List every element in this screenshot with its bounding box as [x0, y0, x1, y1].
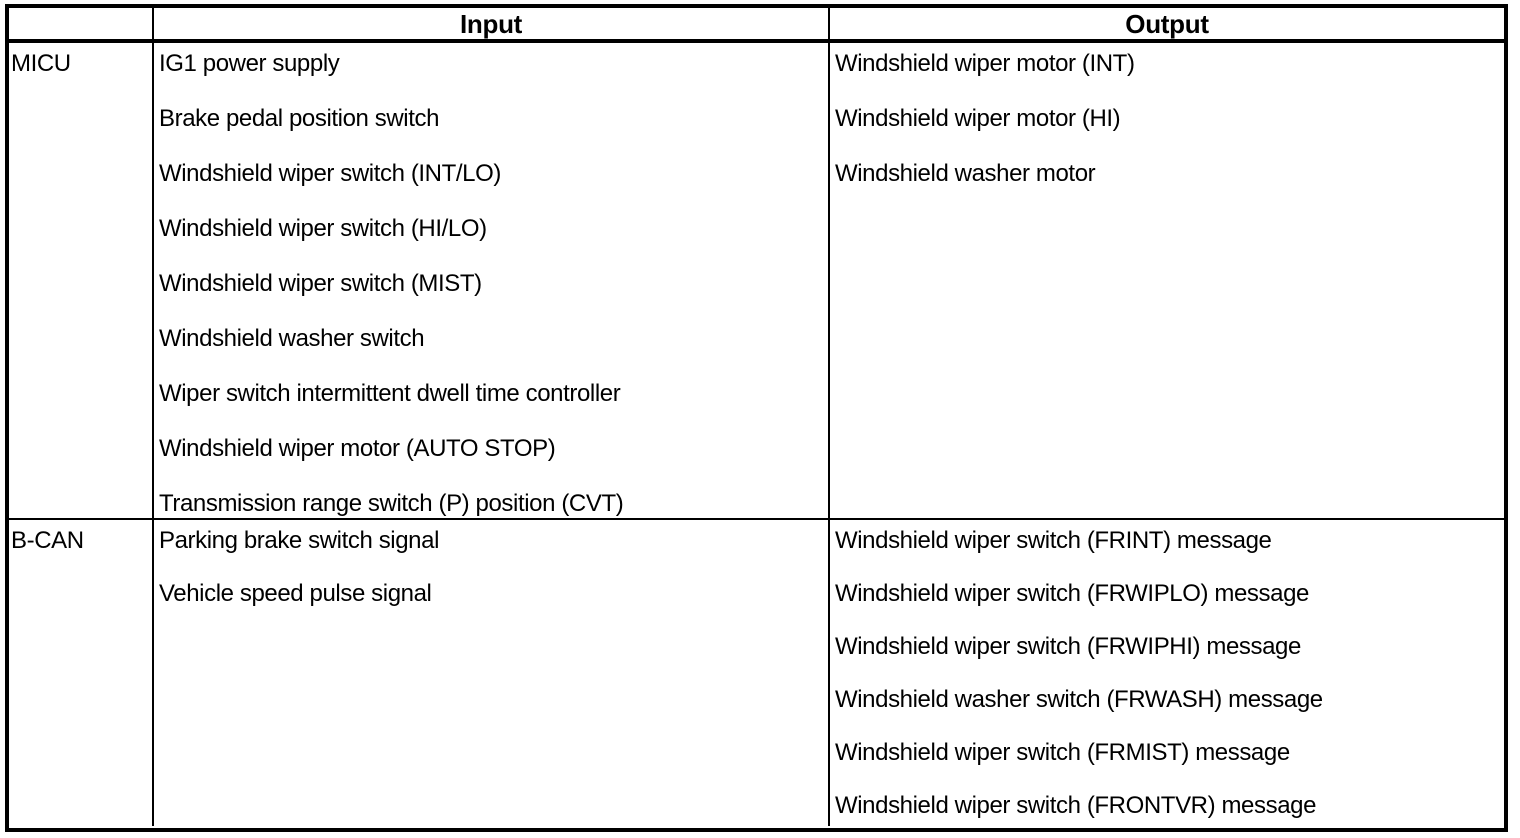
output-item: Windshield wiper switch (FRWIPHI) messag… — [835, 633, 1301, 660]
output-item: Windshield wiper switch (FRINT) message — [835, 527, 1272, 554]
output-item: Windshield washer motor — [835, 160, 1096, 187]
output-item: Windshield wiper motor (INT) — [835, 50, 1135, 77]
input-item: Vehicle speed pulse signal — [159, 580, 432, 607]
output-item: Windshield wiper motor (HI) — [835, 105, 1121, 132]
row-source-label: B-CAN — [9, 520, 154, 826]
input-item: IG1 power supply — [159, 50, 340, 77]
micu-inputs-cell: IG1 power supply Brake pedal position sw… — [154, 43, 830, 518]
input-item: Brake pedal position switch — [159, 105, 440, 132]
row-source-label: MICU — [9, 43, 154, 518]
input-item: Parking brake switch signal — [159, 527, 440, 554]
input-item: Windshield wiper switch (MIST) — [159, 270, 482, 297]
header-corner-cell — [9, 8, 154, 39]
table-row-micu: MICU IG1 power supply Brake pedal positi… — [9, 43, 1504, 520]
table-header-row: Input Output — [9, 8, 1504, 43]
input-item: Windshield wiper switch (INT/LO) — [159, 160, 501, 187]
input-output-table: Input Output MICU IG1 power supply Brake… — [5, 4, 1508, 832]
micu-outputs-cell: Windshield wiper motor (INT) Windshield … — [830, 43, 1504, 518]
input-item: Windshield washer switch — [159, 325, 425, 352]
output-item: Windshield wiper switch (FRWIPLO) messag… — [835, 580, 1309, 607]
bcan-inputs-cell: Parking brake switch signal Vehicle spee… — [154, 520, 830, 826]
input-item: Windshield wiper motor (AUTO STOP) — [159, 435, 556, 462]
input-item: Windshield wiper switch (HI/LO) — [159, 215, 487, 242]
bcan-outputs-cell: Windshield wiper switch (FRINT) message … — [830, 520, 1504, 826]
output-item: Windshield wiper switch (FRONTVR) messag… — [835, 792, 1317, 819]
output-item: Windshield washer switch (FRWASH) messag… — [835, 686, 1323, 713]
header-input: Input — [154, 8, 830, 39]
input-item: Transmission range switch (P) position (… — [159, 490, 624, 517]
header-output: Output — [1125, 9, 1209, 39]
table-row-bcan: B-CAN Parking brake switch signal Vehicl… — [9, 520, 1504, 826]
input-item: Wiper switch intermittent dwell time con… — [159, 380, 621, 407]
output-item: Windshield wiper switch (FRMIST) message — [835, 739, 1290, 766]
